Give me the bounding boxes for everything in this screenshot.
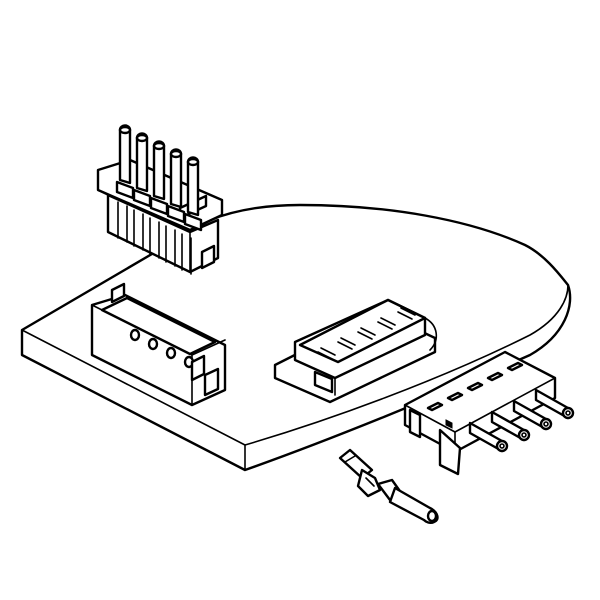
header-pin-tip bbox=[135, 133, 149, 143]
terminal-pin-end bbox=[539, 417, 553, 431]
right-angle-wafer-header bbox=[273, 298, 438, 404]
pin-hole bbox=[165, 346, 177, 360]
pcb-board bbox=[20, 203, 572, 472]
pin-hole bbox=[129, 328, 141, 342]
contact-slot bbox=[377, 317, 396, 330]
housing-rib bbox=[133, 209, 144, 251]
housing-rib bbox=[117, 201, 128, 243]
header-pin-collar bbox=[183, 212, 203, 232]
contact-slot bbox=[337, 337, 356, 350]
lock-window bbox=[486, 371, 504, 382]
contact-slot bbox=[397, 307, 416, 320]
terminal-pin-hole bbox=[521, 432, 527, 438]
pin-hole bbox=[147, 337, 159, 351]
header-pin-tip bbox=[118, 125, 132, 135]
header-pin-tip bbox=[169, 149, 183, 159]
wire-to-board-housing bbox=[403, 350, 575, 476]
crimp-terminal-with-wire bbox=[338, 448, 439, 525]
contact-slot bbox=[317, 347, 336, 360]
header-pin-tip bbox=[186, 157, 200, 167]
terminal-pin-end bbox=[495, 439, 509, 453]
housing-rib bbox=[181, 233, 192, 275]
housing-rib bbox=[165, 225, 176, 267]
lock-window bbox=[506, 361, 524, 372]
terminal-pin-end bbox=[561, 406, 575, 420]
terminal-pin-hole bbox=[565, 410, 571, 416]
terminal-pin-hole bbox=[499, 443, 505, 449]
housing-rib bbox=[149, 217, 160, 259]
header-pin-tip bbox=[152, 141, 166, 151]
lock-window bbox=[446, 391, 464, 402]
shrouded-wafer-header bbox=[90, 282, 227, 407]
vertical-pin-header-connector bbox=[96, 124, 224, 275]
lock-window bbox=[466, 381, 484, 392]
terminal-pin-end bbox=[517, 428, 531, 442]
lock-window bbox=[426, 401, 444, 412]
contact-slot bbox=[357, 327, 376, 340]
terminal-pin-hole bbox=[543, 421, 549, 427]
